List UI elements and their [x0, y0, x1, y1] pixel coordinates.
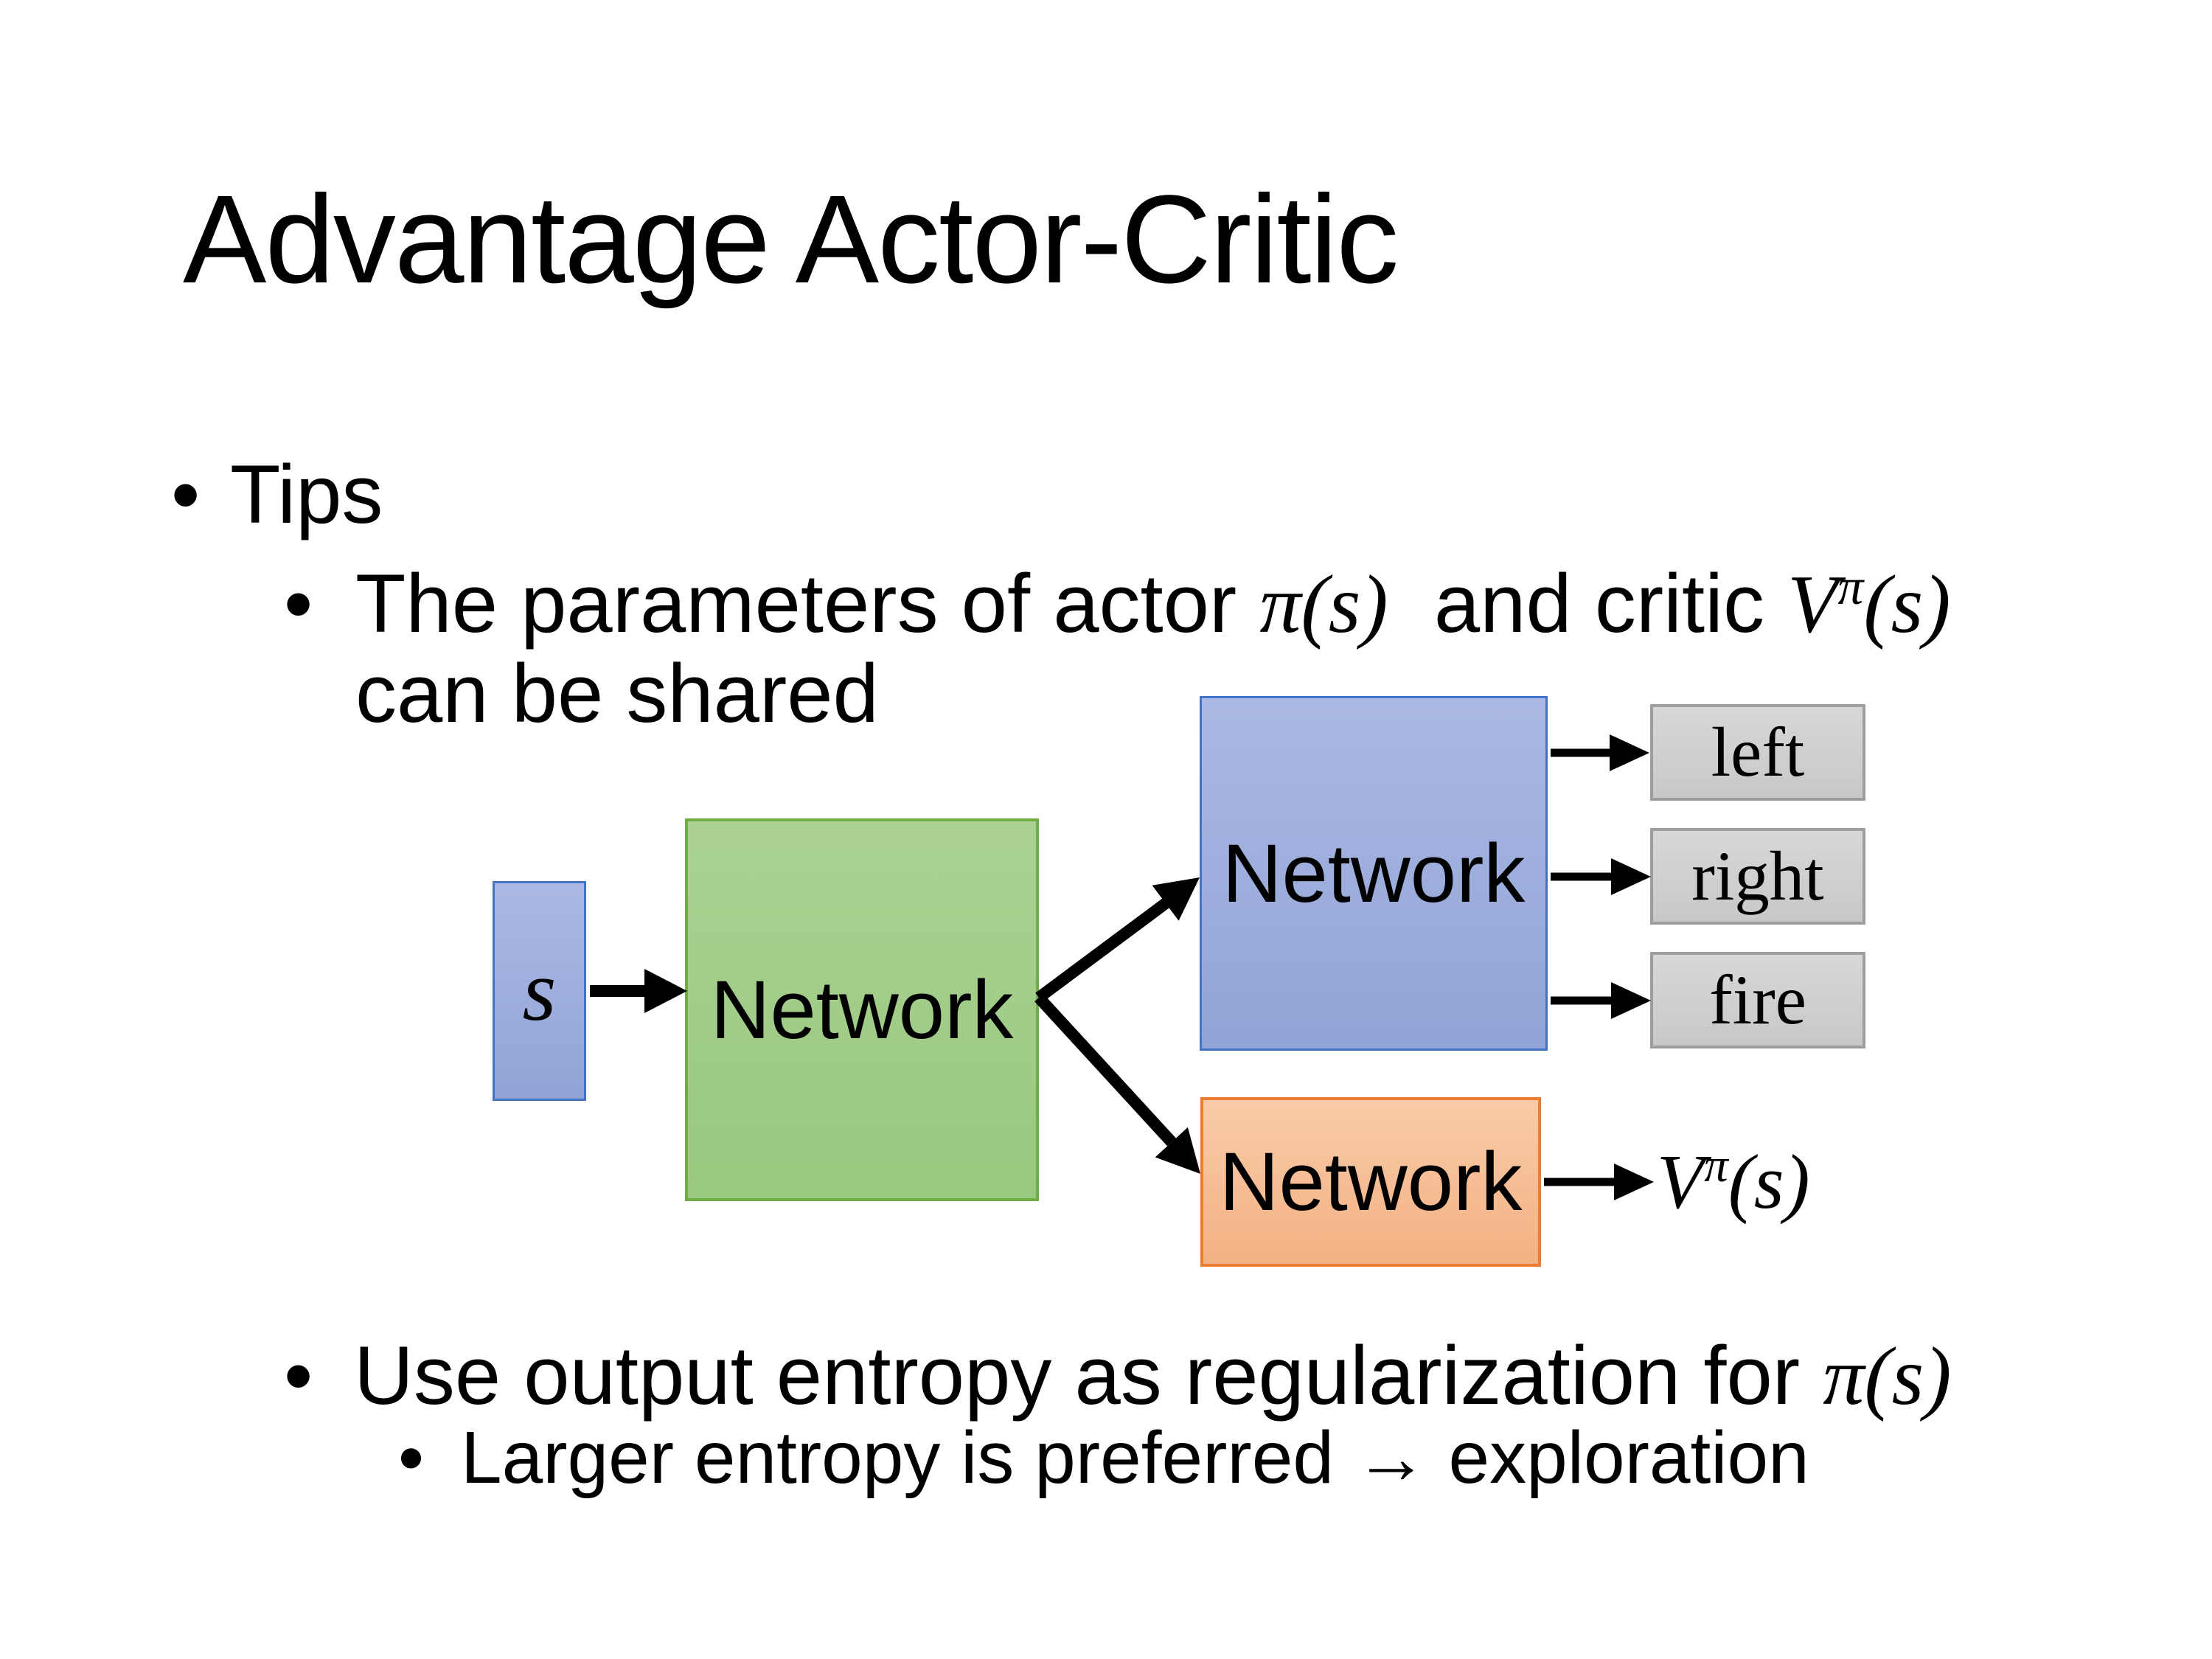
- parameters-text-line2: can be shared: [355, 647, 879, 740]
- exploration-text: Larger entropy is preferred: [461, 1416, 1354, 1499]
- action-box-right: right: [1650, 828, 1865, 925]
- actor-network-box: Network: [1200, 696, 1548, 1051]
- shared-network-label: Network: [710, 963, 1014, 1056]
- parameters-text: The parameters of actor: [355, 557, 1260, 650]
- critic-value-args: (s): [1863, 559, 1951, 651]
- critic-network-box: Network: [1200, 1097, 1541, 1267]
- action-box-left: left: [1650, 704, 1865, 801]
- bullet-line-entropy: • Use output entropy as regularization fo…: [284, 1329, 1952, 1422]
- critic-value-sup: π: [1837, 559, 1864, 616]
- state-input-box: s: [493, 881, 586, 1101]
- value-base: V: [1657, 1138, 1705, 1225]
- entropy-text: Use output entropy as regularization for: [354, 1329, 1823, 1422]
- action-left-label: left: [1711, 713, 1805, 791]
- action-fire-label: fire: [1709, 961, 1806, 1039]
- bullet-glyph: •: [284, 1329, 313, 1422]
- parameters-mid-text: and critic: [1388, 557, 1788, 650]
- critic-network-label: Network: [1219, 1135, 1523, 1228]
- value-args: (s): [1728, 1138, 1810, 1225]
- arrow-actor-to-left-icon: [1551, 734, 1649, 771]
- actor-policy-math: π(s): [1259, 559, 1388, 651]
- bullet-line-parameters: •The parameters of actor π(s) and critic…: [284, 562, 1951, 646]
- bullet-line-tips: •Tips: [171, 453, 383, 536]
- tips-label: Tips: [230, 448, 383, 540]
- page-title: Advantage Actor-Critic: [183, 170, 1399, 310]
- actor-network-label: Network: [1222, 827, 1526, 919]
- bullet-glyph: •: [398, 1416, 425, 1499]
- value-sup: π: [1704, 1139, 1728, 1192]
- critic-value-base: V: [1787, 559, 1838, 651]
- state-input-label: s: [522, 942, 557, 1039]
- arrow-actor-to-right-icon: [1551, 858, 1651, 895]
- bullet-glyph: •: [171, 448, 201, 540]
- rightwards-arrow: →: [1354, 1416, 1428, 1499]
- shared-network-box: Network: [685, 818, 1039, 1201]
- action-right-label: right: [1691, 837, 1824, 915]
- arrow-shared-to-critic-icon: [1034, 993, 1200, 1174]
- bullet-line-exploration: •Larger entropy is preferred → explorati…: [398, 1421, 1809, 1495]
- exploration-rest-text: exploration: [1427, 1416, 1809, 1499]
- arrow-critic-to-value-icon: [1544, 1164, 1654, 1200]
- bullet-glyph: •: [284, 557, 313, 650]
- arrow-actor-to-fire-icon: [1551, 982, 1651, 1019]
- value-output-label: Vπ(s): [1657, 1139, 1810, 1220]
- entropy-policy-math: π(s): [1823, 1331, 1952, 1422]
- arrow-state-to-shared-icon: [590, 969, 687, 1013]
- arrow-shared-to-actor-icon: [1035, 877, 1200, 1003]
- action-box-fire: fire: [1650, 952, 1865, 1048]
